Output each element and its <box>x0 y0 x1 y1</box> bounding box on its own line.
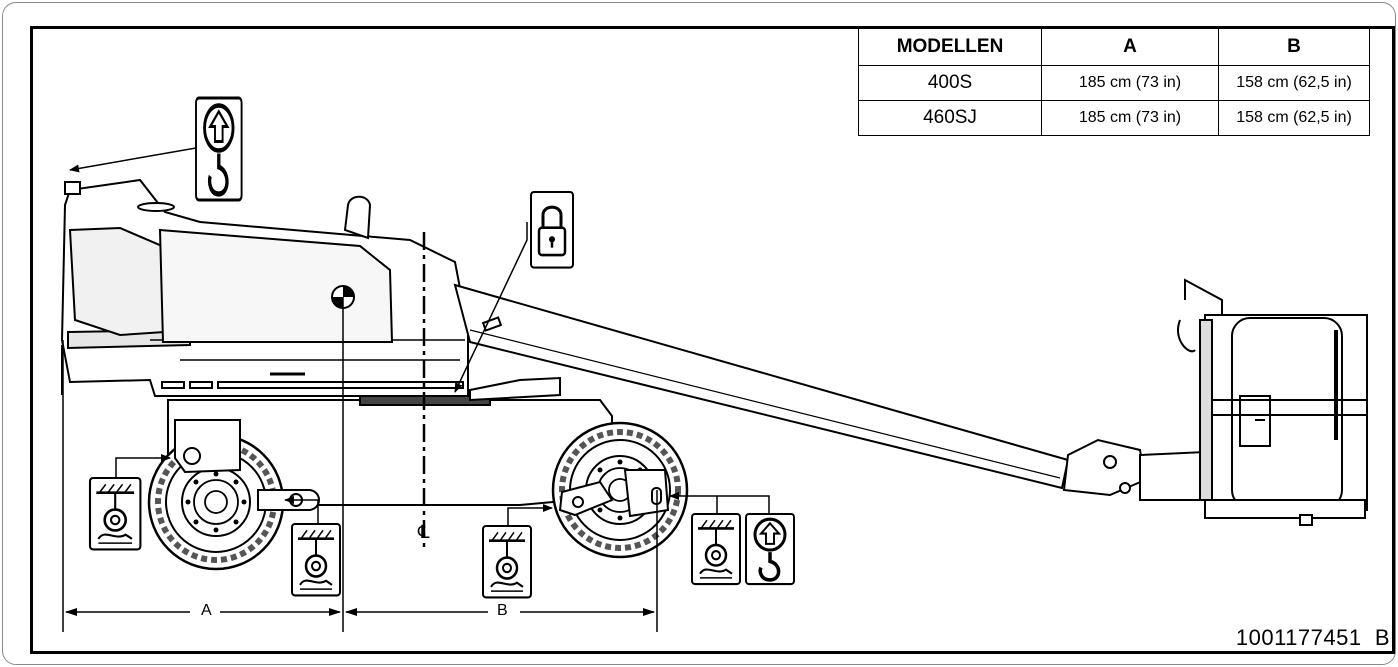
dim-b-cell: 158 cm (62,5 in) <box>1218 65 1370 101</box>
boom <box>453 283 1147 497</box>
model-cell: 400S <box>858 65 1042 101</box>
tie-down-icon <box>690 512 742 586</box>
lift-hook-icon <box>744 512 796 586</box>
table-header-row: MODELLEN A B <box>858 28 1370 66</box>
table-row: 400S 185 cm (73 in) 158 cm (62,5 in) <box>858 65 1370 101</box>
dim-a-cell: 185 cm (73 in) <box>1041 65 1219 101</box>
column-header: A <box>1041 28 1219 66</box>
padlock-icon <box>529 190 575 270</box>
tie-down-icon <box>481 524 533 599</box>
models-table: MODELLEN A B 400S 185 cm (73 in) 158 cm … <box>858 28 1370 136</box>
column-header: MODELLEN <box>858 28 1042 66</box>
tie-down-icon <box>290 522 342 597</box>
table-row: 460SJ 185 cm (73 in) 158 cm (62,5 in) <box>858 100 1370 136</box>
reference-lines <box>62 297 658 632</box>
turret-body <box>60 178 469 397</box>
platform-basket <box>1139 278 1368 526</box>
inner-frame <box>30 26 1395 654</box>
column-header: B <box>1218 28 1370 66</box>
dimension-label-a: A <box>196 602 217 620</box>
centerline-symbol: ℄ <box>417 522 430 543</box>
dim-b-cell: 158 cm (62,5 in) <box>1218 100 1370 136</box>
dimension-label-b: B <box>492 602 513 620</box>
model-cell: 460SJ <box>858 100 1042 136</box>
lift-hook-icon <box>196 98 242 200</box>
dim-a-cell: 185 cm (73 in) <box>1041 100 1219 136</box>
tie-down-icon <box>88 476 142 551</box>
part-number: 1001177451 B <box>1235 625 1390 650</box>
